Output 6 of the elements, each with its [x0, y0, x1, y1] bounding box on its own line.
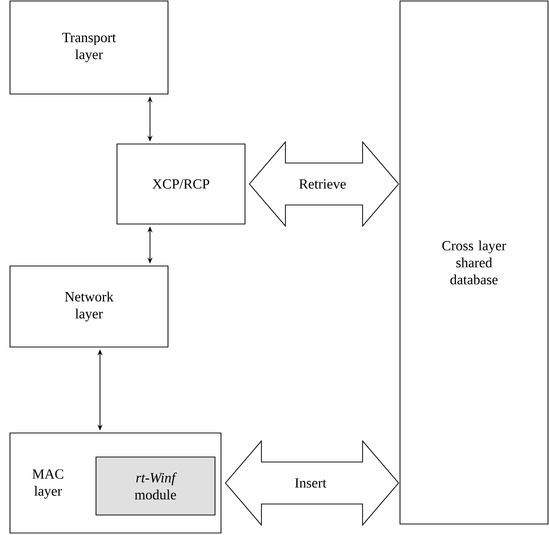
- layer-box: Network layer: [10, 266, 168, 348]
- layer-box: Cross layer shared database: [400, 0, 548, 524]
- module-box: rt-Winf module: [96, 456, 216, 516]
- layer-box: Transport layer: [10, 0, 168, 94]
- layer-box: XCP/RCP: [116, 144, 246, 224]
- edge-label: Insert: [294, 477, 328, 489]
